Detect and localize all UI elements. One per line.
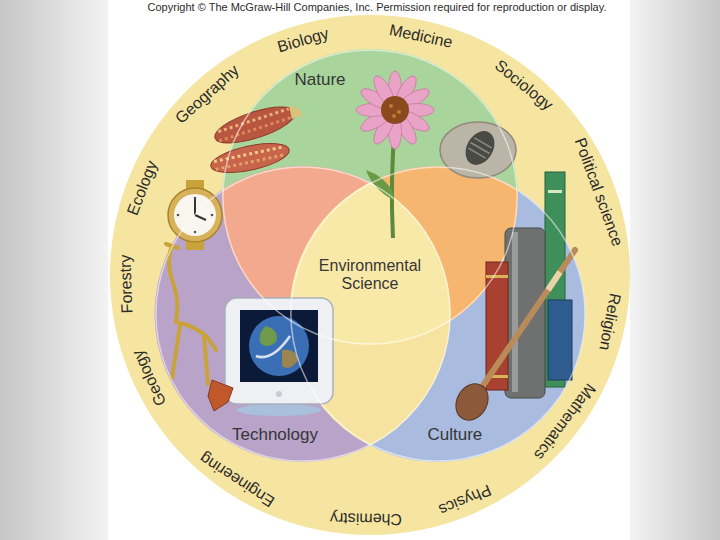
discipline-label: Political science (571, 135, 628, 249)
center-label: Environmental Science (310, 257, 430, 294)
side-band (0, 0, 108, 540)
circle-label: Technology (232, 425, 318, 445)
circle-outline (222, 49, 518, 345)
overlap (290, 166, 586, 462)
books-and-rattle (450, 172, 575, 426)
corn (208, 98, 304, 178)
discipline-label: Geography (171, 60, 243, 127)
discipline-label: Mathematics (530, 380, 600, 464)
coneflower (356, 71, 434, 238)
center-region: Environmental Science (300, 249, 440, 302)
discipline-label: Religion (595, 291, 625, 351)
circle-label: Culture (428, 425, 483, 445)
discipline-label: Biology (275, 24, 331, 57)
venn-circle: Culture (290, 166, 586, 462)
discipline-label: Sociology (491, 56, 557, 115)
discipline-label: Engineering (196, 448, 278, 511)
overlap (290, 166, 586, 462)
venn (155, 49, 586, 462)
arrowhead (208, 380, 233, 411)
center-region (290, 166, 586, 462)
outer-disc (110, 15, 630, 535)
circle-outline (290, 166, 586, 462)
venn-circle: Technology (155, 166, 451, 462)
discipline-label: Medicine (387, 20, 454, 52)
discipline-label: Chemistry (330, 509, 402, 529)
discipline-label: Forestry (116, 254, 137, 313)
copyright-note: Copyright © The McGraw-Hill Companies, I… (148, 1, 607, 14)
fossil (440, 122, 516, 178)
circle-label: Nature (295, 70, 346, 90)
culture-disc (290, 166, 586, 462)
circle-outline (155, 166, 451, 462)
giraffe-figurine (166, 244, 216, 384)
venn-circle: Nature (222, 49, 518, 345)
side-band (630, 0, 720, 540)
discipline-label: Ecology (123, 158, 161, 218)
discipline-label: Geology (128, 347, 171, 409)
discipline-label: Physics (436, 480, 494, 519)
